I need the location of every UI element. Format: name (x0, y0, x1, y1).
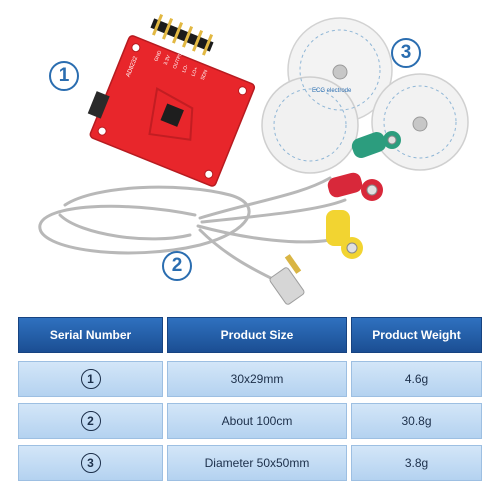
serial-badge: 3 (80, 453, 101, 473)
callout-1: 1 (49, 61, 79, 91)
pin-label-lo-plus: LO+ (191, 66, 200, 77)
header-serial-number: Serial Number (18, 317, 163, 353)
ecg-electrode-pads: ECG electrode (261, 17, 469, 174)
callout-2: 2 (162, 251, 192, 281)
product-photo: ECG electrode (38, 14, 469, 305)
table-row: 3 Diameter 50x50mm 3.8g (18, 445, 482, 481)
weight-cell: 30.8g (351, 403, 482, 439)
weight-cell: 3.8g (351, 445, 482, 481)
product-illustration: ECG electrode (38, 14, 469, 305)
size-cell: Diameter 50x50mm (167, 445, 347, 481)
weight-cell: 4.6g (351, 361, 482, 397)
callout-3: 3 (391, 38, 421, 68)
pin-label-gnd: GND (153, 50, 163, 63)
table-row: 1 30x29mm 4.6g (18, 361, 482, 397)
table-header-row: Serial Number Product Size Product Weigh… (18, 317, 482, 353)
table-row: 2 About 100cm 30.8g (18, 403, 482, 439)
pin-label-sdn: SDN (200, 69, 210, 81)
header-product-size: Product Size (167, 317, 347, 353)
header-product-weight: Product Weight (351, 317, 482, 353)
electrode-label: ECG electrode (312, 88, 352, 94)
ad8232-board: AD8232 GND 3.3V OUTPUT LO- LO+ SDN (87, 14, 256, 187)
pin-label-lo-minus: LO- (181, 63, 190, 73)
serial-cell: 3 (18, 445, 163, 481)
pin-label-3v3: 3.3V (163, 54, 173, 66)
serial-badge: 1 (80, 369, 101, 389)
size-cell: 30x29mm (167, 361, 347, 397)
serial-cell: 1 (18, 361, 163, 397)
audio-jack-plug (269, 254, 305, 305)
size-cell: About 100cm (167, 403, 347, 439)
snap-leads (326, 131, 401, 259)
header-pins (150, 14, 214, 56)
serial-cell: 2 (18, 403, 163, 439)
serial-badge: 2 (80, 411, 101, 431)
